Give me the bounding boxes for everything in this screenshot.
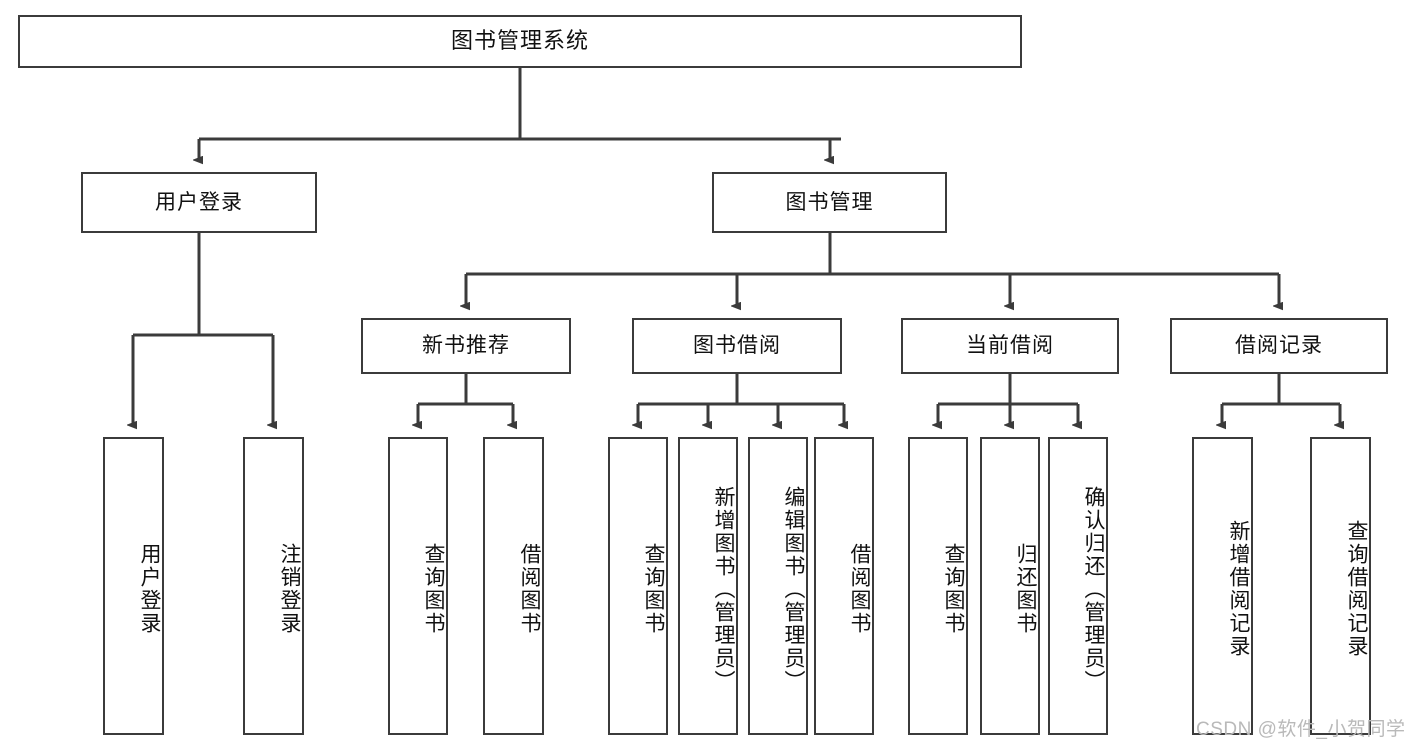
node-book-management[interactable]: 图书管理 xyxy=(712,172,947,233)
node-borrowing-records[interactable]: 借阅记录 xyxy=(1170,318,1388,374)
leaf-borrow-books[interactable]: 借阅图书 xyxy=(814,437,874,735)
leaf-query-books-current[interactable]: 查询图书 xyxy=(908,437,968,735)
leaf-user-login[interactable]: 用户登录 xyxy=(103,437,164,735)
leaf-logout[interactable]: 注销登录 xyxy=(243,437,304,735)
leaf-edit-book-admin[interactable]: 编辑图书（管理员） xyxy=(748,437,808,735)
leaf-confirm-return-admin[interactable]: 确认归还（管理员） xyxy=(1048,437,1108,735)
node-user-login[interactable]: 用户登录 xyxy=(81,172,317,233)
leaf-query-borrow-record[interactable]: 查询借阅记录 xyxy=(1310,437,1371,735)
node-new-book-recommendation[interactable]: 新书推荐 xyxy=(361,318,571,374)
leaf-query-books-new[interactable]: 查询图书 xyxy=(388,437,448,735)
node-root-system[interactable]: 图书管理系统 xyxy=(18,15,1022,68)
leaf-borrow-books-new[interactable]: 借阅图书 xyxy=(483,437,544,735)
leaf-add-borrow-record[interactable]: 新增借阅记录 xyxy=(1192,437,1253,735)
node-book-borrowing[interactable]: 图书借阅 xyxy=(632,318,842,374)
node-current-borrowing[interactable]: 当前借阅 xyxy=(901,318,1119,374)
leaf-return-books[interactable]: 归还图书 xyxy=(980,437,1040,735)
leaf-query-books-borrow[interactable]: 查询图书 xyxy=(608,437,668,735)
leaf-add-book-admin[interactable]: 新增图书（管理员） xyxy=(678,437,738,735)
csdn-watermark: CSDN @软件_小贺同学 xyxy=(1196,719,1405,740)
